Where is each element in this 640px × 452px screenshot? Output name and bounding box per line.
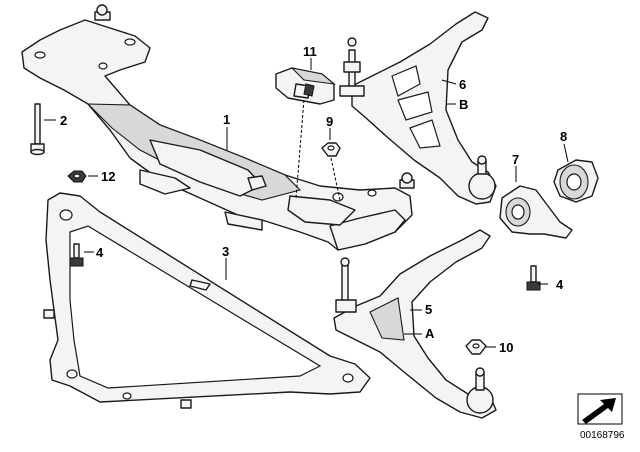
callout-10: 10 [499, 340, 513, 355]
hex-nut-9 [321, 142, 341, 157]
hex-nut-12 [67, 170, 87, 183]
leader-lines [44, 58, 569, 348]
control-arm-A [333, 229, 497, 419]
callout-8: 8 [560, 129, 567, 144]
callout-4-left: 4 [96, 245, 104, 260]
callout-7: 7 [512, 152, 519, 167]
control-arm-B [339, 11, 497, 205]
bolt-4-right [526, 265, 541, 291]
document-id: 00168796 [580, 430, 625, 441]
rubber-bushing-8 [553, 159, 599, 203]
dashed-guide-9 [330, 157, 341, 201]
callout-6: 6 [459, 77, 466, 92]
view-direction-arrow-icon [577, 393, 623, 425]
hex-bolt [30, 103, 45, 156]
callout-3: 3 [222, 244, 229, 259]
callout-11: 11 [303, 44, 317, 59]
front-axle-carrier [21, 4, 415, 251]
callout-1: 1 [223, 112, 230, 127]
callout-5: 5 [425, 302, 432, 317]
rubber-mount-11 [275, 67, 336, 105]
callout-B: B [459, 97, 468, 112]
callout-4-right: 4 [556, 277, 564, 292]
bolt-4-left [69, 243, 84, 267]
reinforcement-plate [43, 192, 371, 409]
callout-2: 2 [60, 113, 67, 128]
callout-9: 9 [326, 114, 333, 129]
hex-nut-10 [465, 339, 487, 355]
bushing-bracket-7 [499, 185, 573, 239]
callout-12: 12 [101, 169, 115, 184]
dashed-guide-11 [295, 99, 305, 199]
callout-A: A [425, 326, 435, 341]
